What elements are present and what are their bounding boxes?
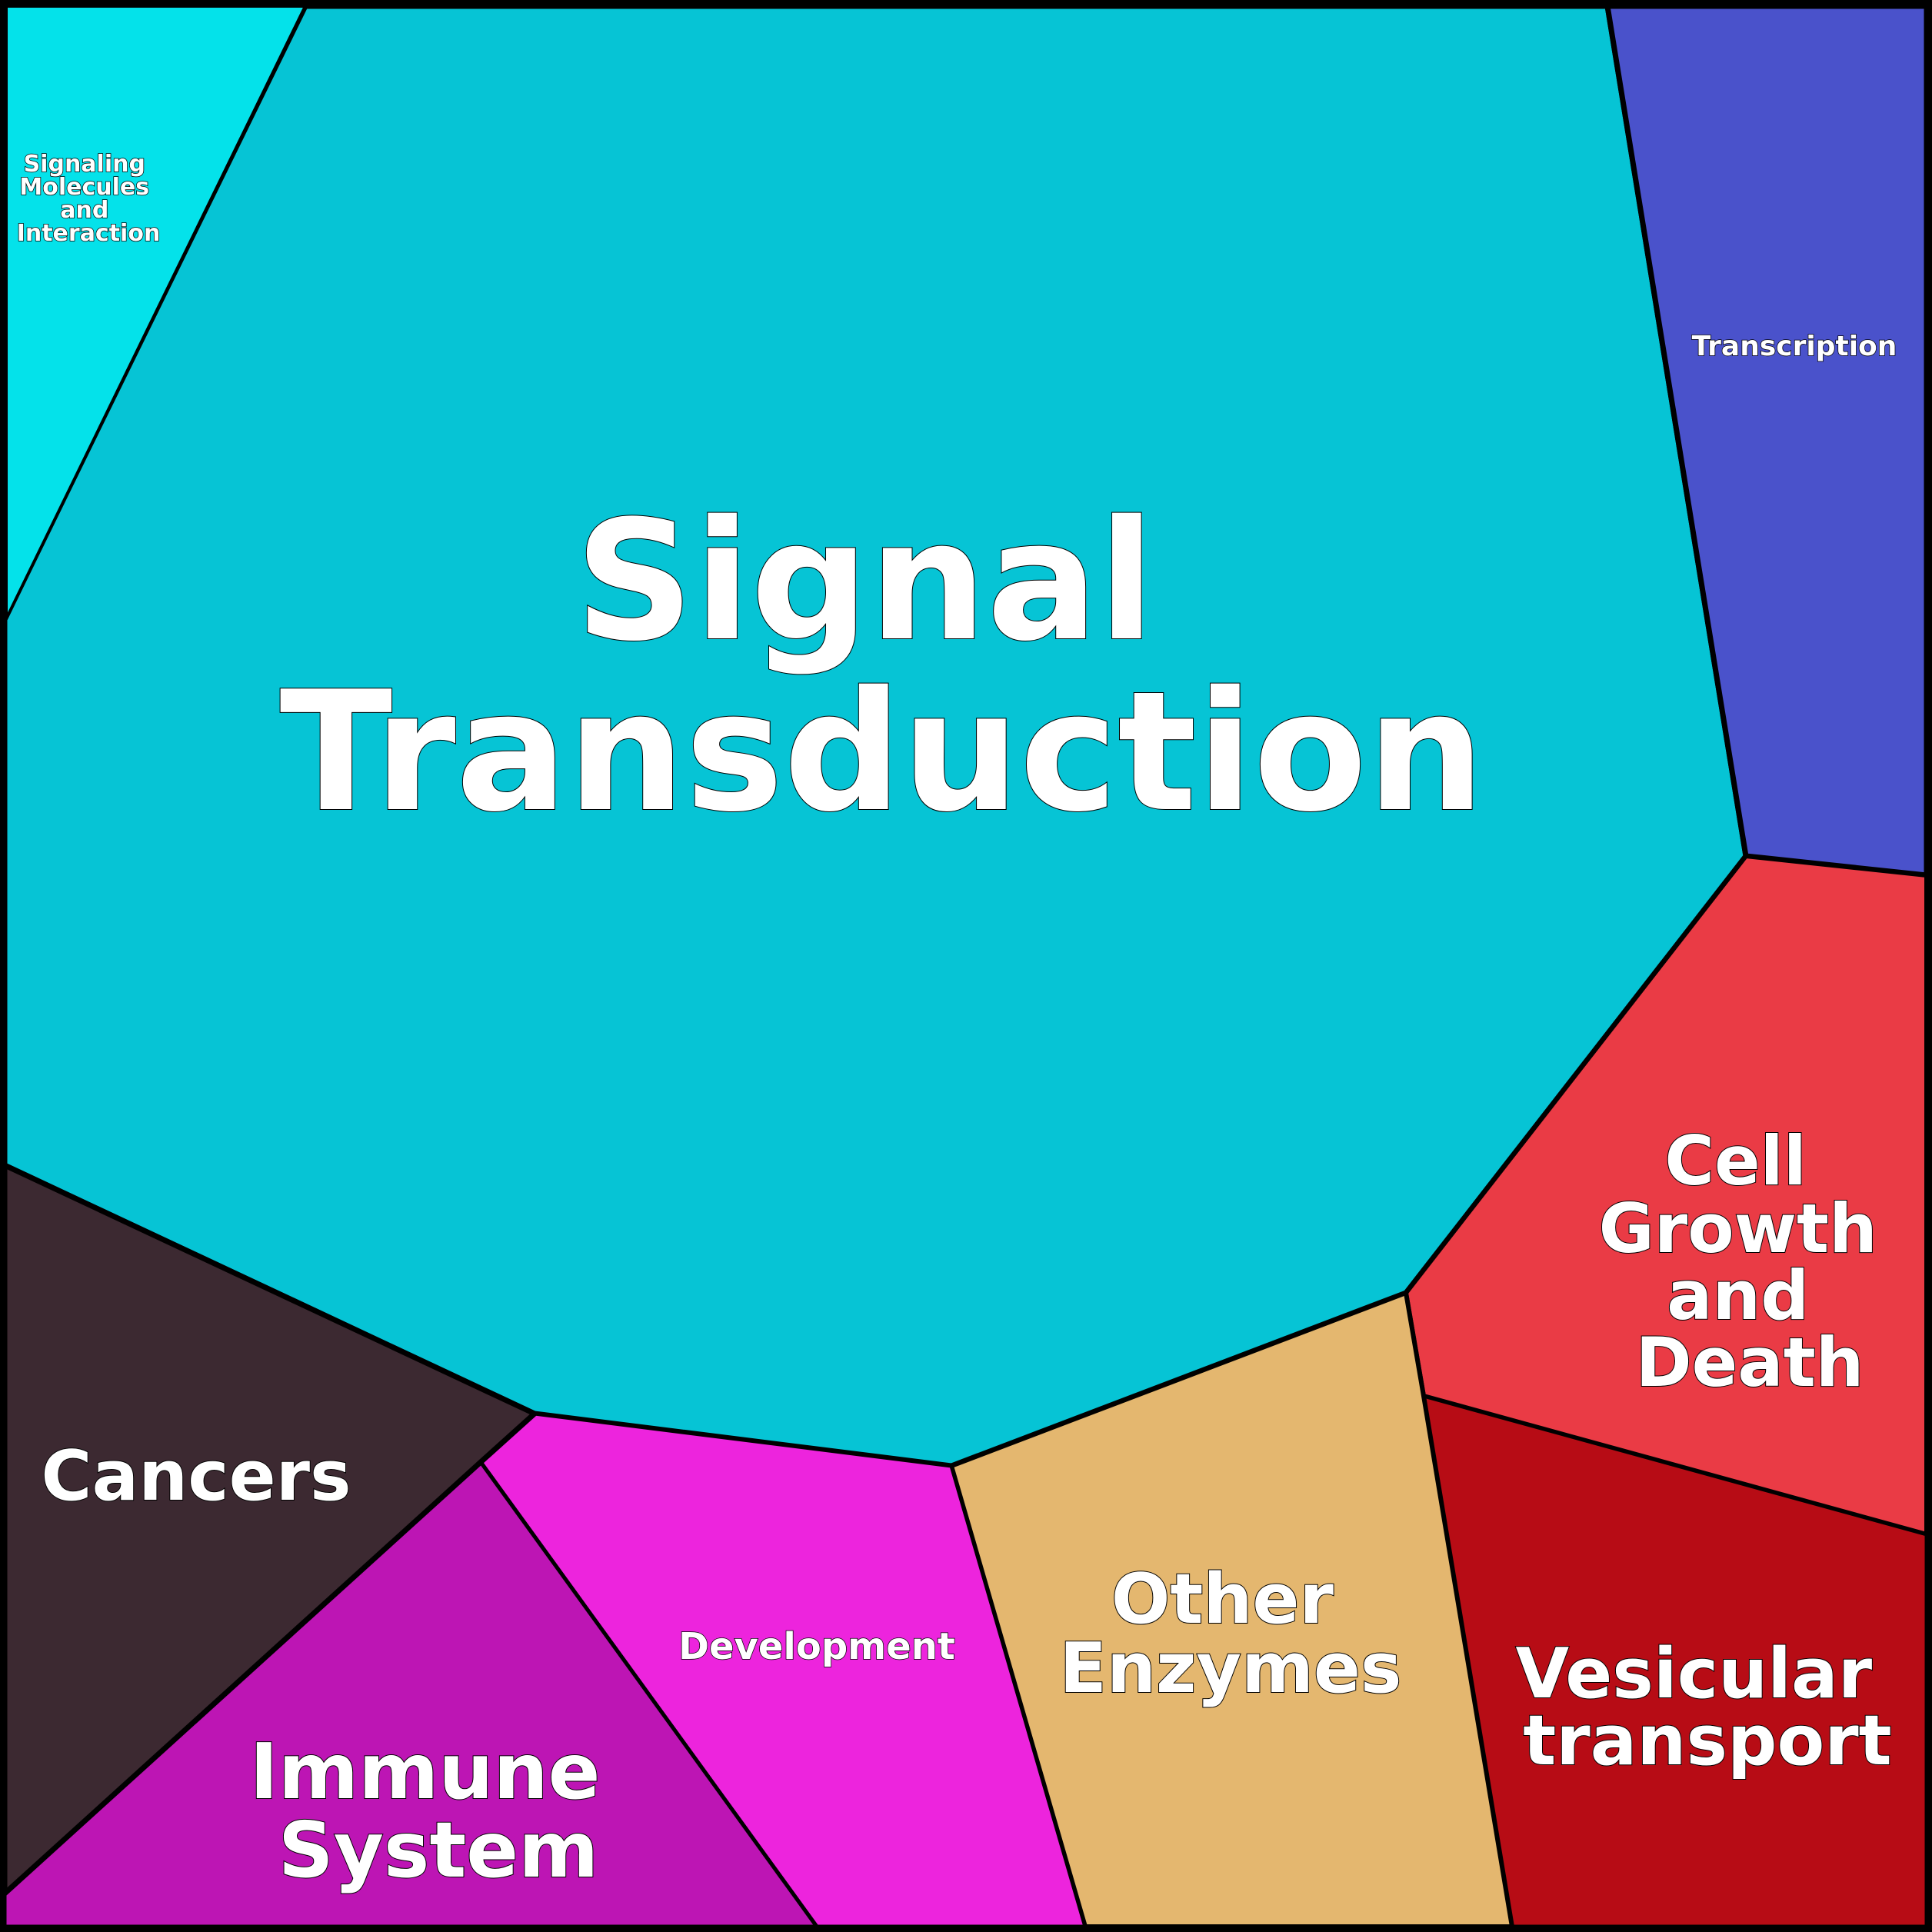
label-line: Interaction — [17, 220, 161, 247]
label-line: and — [1667, 1256, 1809, 1335]
label-line: Development — [678, 1625, 955, 1668]
region-transcription-label: Transcription — [1692, 331, 1897, 362]
region-other-enzymes[interactable]: Other Enzymes — [949, 1291, 1514, 1929]
region-signal-transduction-label: Signal Transduction — [280, 485, 1485, 848]
label-line: Immune — [250, 1727, 601, 1817]
label-line: Transcription — [1692, 331, 1897, 362]
label-line: Vesicular — [1516, 1634, 1873, 1714]
region-signal-transduction[interactable]: Signal Transduction — [2, 3, 1749, 1469]
region-signaling-molecules-label: Signaling Molecules and Interaction — [17, 151, 161, 247]
label-line: Enzymes — [1060, 1628, 1402, 1709]
region-cell-growth-and-death[interactable]: Cell Growth and Death — [1404, 854, 1929, 1537]
label-line: Death — [1636, 1323, 1864, 1402]
label-line: Other — [1111, 1559, 1334, 1640]
region-immune-system[interactable]: Immune System — [2, 1460, 819, 1929]
label-line: Cell — [1664, 1121, 1807, 1201]
label-line: Signaling — [24, 151, 145, 178]
region-development[interactable]: Development — [478, 1411, 1088, 1929]
label-line: Transduction — [280, 655, 1485, 848]
region-other-enzymes-label: Other Enzymes — [1060, 1559, 1402, 1709]
label-line: and — [60, 197, 108, 224]
label-line: Cancers — [41, 1436, 351, 1517]
label-line: Growth — [1599, 1189, 1877, 1268]
region-cell-growth-and-death-label: Cell Growth and Death — [1599, 1121, 1901, 1402]
region-signaling-molecules[interactable]: Signaling Molecules and Interaction — [5, 5, 307, 621]
region-immune-system-label: Immune System — [250, 1727, 628, 1895]
label-line: Molecules — [19, 174, 149, 201]
region-cancers-label: Cancers — [41, 1436, 351, 1517]
region-development-label: Development — [678, 1625, 955, 1668]
label-line: System — [278, 1805, 599, 1895]
label-line: Signal — [575, 485, 1154, 678]
region-vesicular-transport[interactable]: Vesicular transport — [1421, 1394, 1929, 1929]
region-vesicular-transport-label: Vesicular transport — [1516, 1634, 1897, 1781]
label-line: transport — [1523, 1700, 1891, 1781]
region-cancers[interactable]: Cancers — [2, 1162, 538, 1897]
